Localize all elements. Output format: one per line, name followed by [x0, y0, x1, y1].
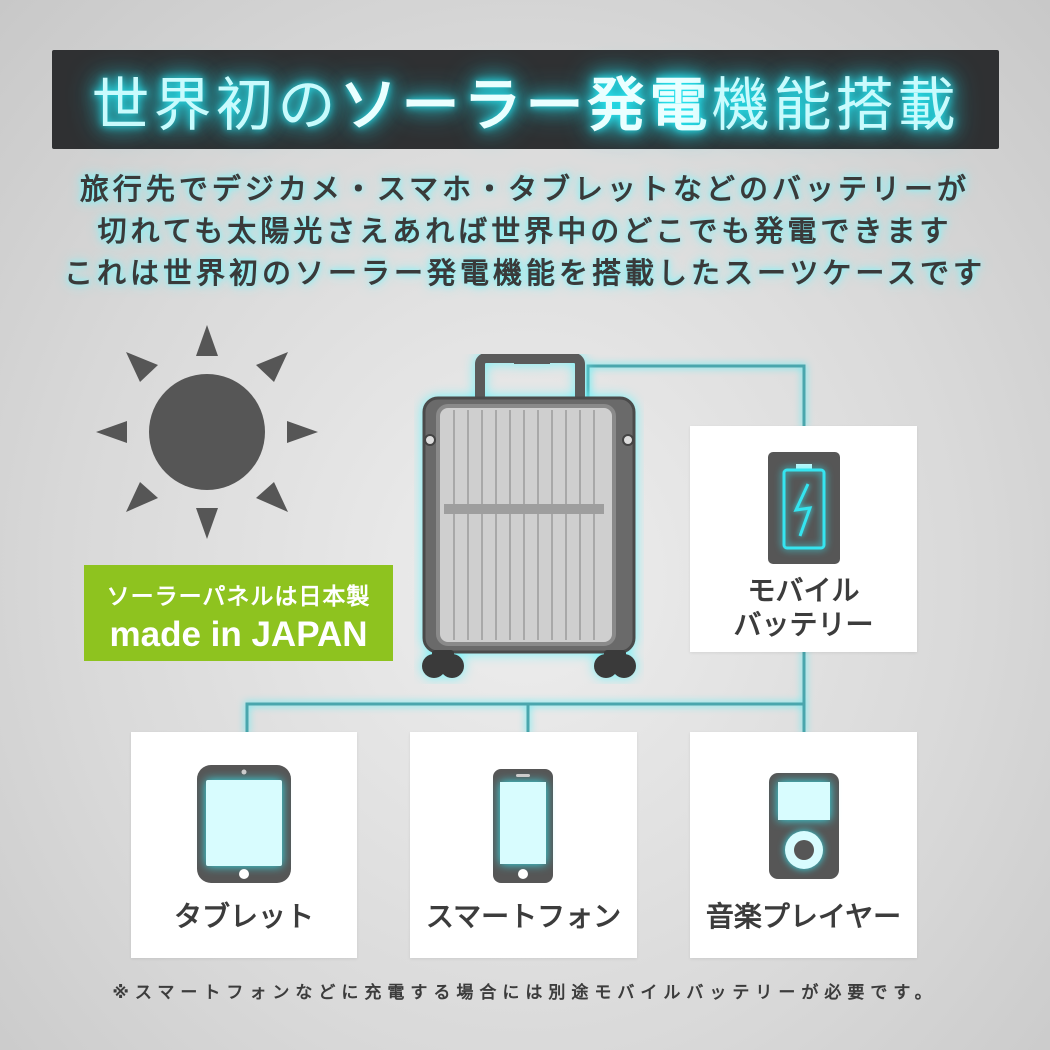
sun-icon [96, 325, 318, 539]
description-line-2: 切れても太陽光さえあれば世界中のどこでも発電できます [97, 214, 953, 248]
badge-line-1: ソーラーパネルは日本製 [106, 584, 371, 610]
badge-line-2: made in JAPAN [109, 615, 368, 654]
mobile-battery-label-1: モバイル [747, 574, 860, 607]
music-player-icon [769, 773, 839, 879]
made-in-japan-badge: ソーラーパネルは日本製 made in JAPAN [84, 565, 393, 661]
headline-highlight: ソーラー発電 [339, 70, 712, 139]
mobile-battery-label-2: バッテリー [733, 608, 874, 641]
smartphone-card: スマートフォン [410, 732, 637, 958]
description-line-1: 旅行先でデジカメ・スマホ・タブレットなどのバッテリーが [79, 172, 971, 206]
tablet-icon [197, 765, 291, 883]
music-player-card: 音楽プレイヤー [690, 732, 917, 958]
description-text: 旅行先でデジカメ・スマホ・タブレットなどのバッテリーが 切れても太陽光さえあれば… [40, 168, 1010, 294]
battery-icon [768, 452, 840, 564]
smartphone-icon [493, 769, 553, 883]
suitcase-illustration [422, 354, 636, 678]
tablet-card: タブレット [131, 732, 357, 958]
description-line-3: これは世界初のソーラー発電機能を搭載したスーツケースです [64, 256, 986, 290]
smartphone-label: スマートフォン [425, 900, 622, 933]
mobile-battery-card: モバイル バッテリー [690, 426, 917, 652]
headline-part1: 世界初の [91, 70, 340, 139]
music-player-label: 音楽プレイヤー [705, 900, 902, 933]
tablet-label: タブレット [173, 900, 314, 933]
headline-part2: 機能搭載 [711, 70, 960, 139]
footnote: ※スマートフォンなどに充電する場合には別途モバイルバッテリーが必要です。 [112, 983, 938, 1003]
headline-banner: 世界初のソーラー発電機能搭載 [52, 50, 999, 149]
